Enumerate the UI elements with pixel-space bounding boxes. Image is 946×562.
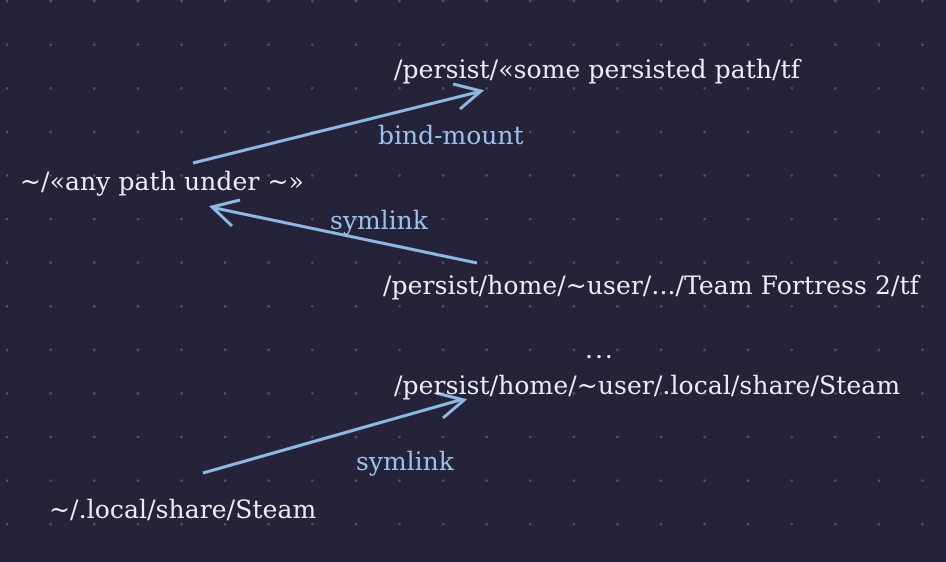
node-persist-some-path: /persist/«some persisted path/tf bbox=[394, 55, 801, 84]
node-home-steam: ~/.local/share/Steam bbox=[49, 495, 317, 524]
node-persist-team-fortress: /persist/home/~user/.../Team Fortress 2/… bbox=[383, 271, 919, 300]
node-ellipsis: ... bbox=[585, 335, 615, 364]
node-home-any-path: ~/«any path under ~» bbox=[20, 167, 304, 196]
edge-label-bind-mount: bind-mount bbox=[378, 121, 524, 150]
node-persist-steam: /persist/home/~user/.local/share/Steam bbox=[394, 371, 901, 400]
edge-label-symlink-team-fortress: symlink bbox=[330, 206, 428, 235]
edge-label-symlink-steam: symlink bbox=[356, 447, 454, 476]
